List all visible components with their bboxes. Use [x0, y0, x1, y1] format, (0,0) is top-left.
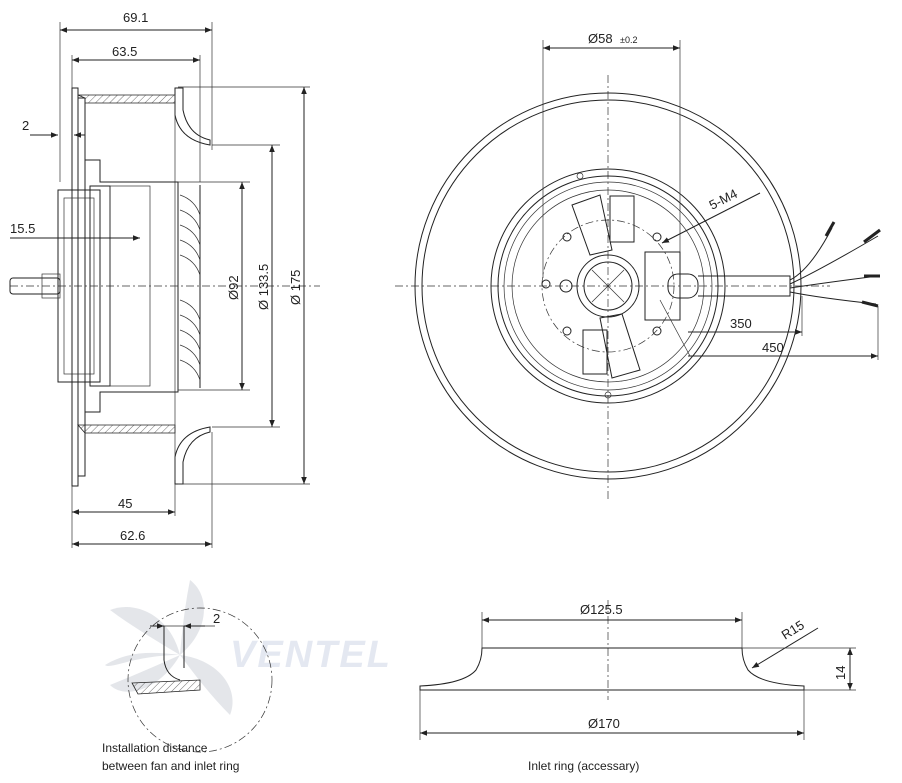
screw-holes [541, 172, 662, 399]
cable-wires [789, 221, 881, 308]
dim-r15: R15 [779, 617, 807, 642]
front-view: Ø58 ±0.2 5-M4 350 450 [395, 31, 881, 500]
detail-caption-line2: between fan and inlet ring [102, 759, 239, 773]
watermark-logo: VENTEL [105, 580, 392, 715]
detail-installation-distance: 2 Installation distance between fan and … [102, 607, 273, 773]
dim-63-5: 63.5 [112, 44, 137, 59]
dim-5-m4: 5-M4 [707, 186, 740, 213]
dim-d133-5: Ø 133.5 [256, 264, 271, 310]
detail-gap-2: 2 [213, 611, 220, 626]
fan-logo-icon [105, 580, 233, 715]
side-view: 69.1 63.5 2 15.5 Ø92 Ø 133.5 Ø 175 45 62… [9, 10, 320, 548]
dim-14: 14 [833, 666, 848, 680]
dim-45: 45 [118, 496, 132, 511]
dim-15-5: 15.5 [10, 221, 35, 236]
dim-350: 350 [730, 316, 752, 331]
watermark-brand: VENTEL [230, 634, 392, 676]
dim-d175: Ø 175 [288, 270, 303, 305]
dim-d125-5: Ø125.5 [580, 602, 623, 617]
dim-d58-tolerance: ±0.2 [620, 35, 637, 45]
impeller-blades [179, 185, 201, 388]
inlet-ring-view: Ø125.5 R15 14 Ø170 Inlet ring (accessary… [419, 600, 856, 773]
dim-62-6: 62.6 [120, 528, 145, 543]
dim-d58: Ø58 [588, 31, 613, 46]
dim-d92: Ø92 [226, 275, 241, 300]
detail-caption-line1: Installation distance [102, 741, 208, 755]
dim-450: 450 [762, 340, 784, 355]
dim-d170: Ø170 [588, 716, 620, 731]
inlet-ring-caption: Inlet ring (accessary) [528, 759, 639, 773]
dim-gap-2: 2 [22, 118, 29, 133]
dim-69-1: 69.1 [123, 10, 148, 25]
